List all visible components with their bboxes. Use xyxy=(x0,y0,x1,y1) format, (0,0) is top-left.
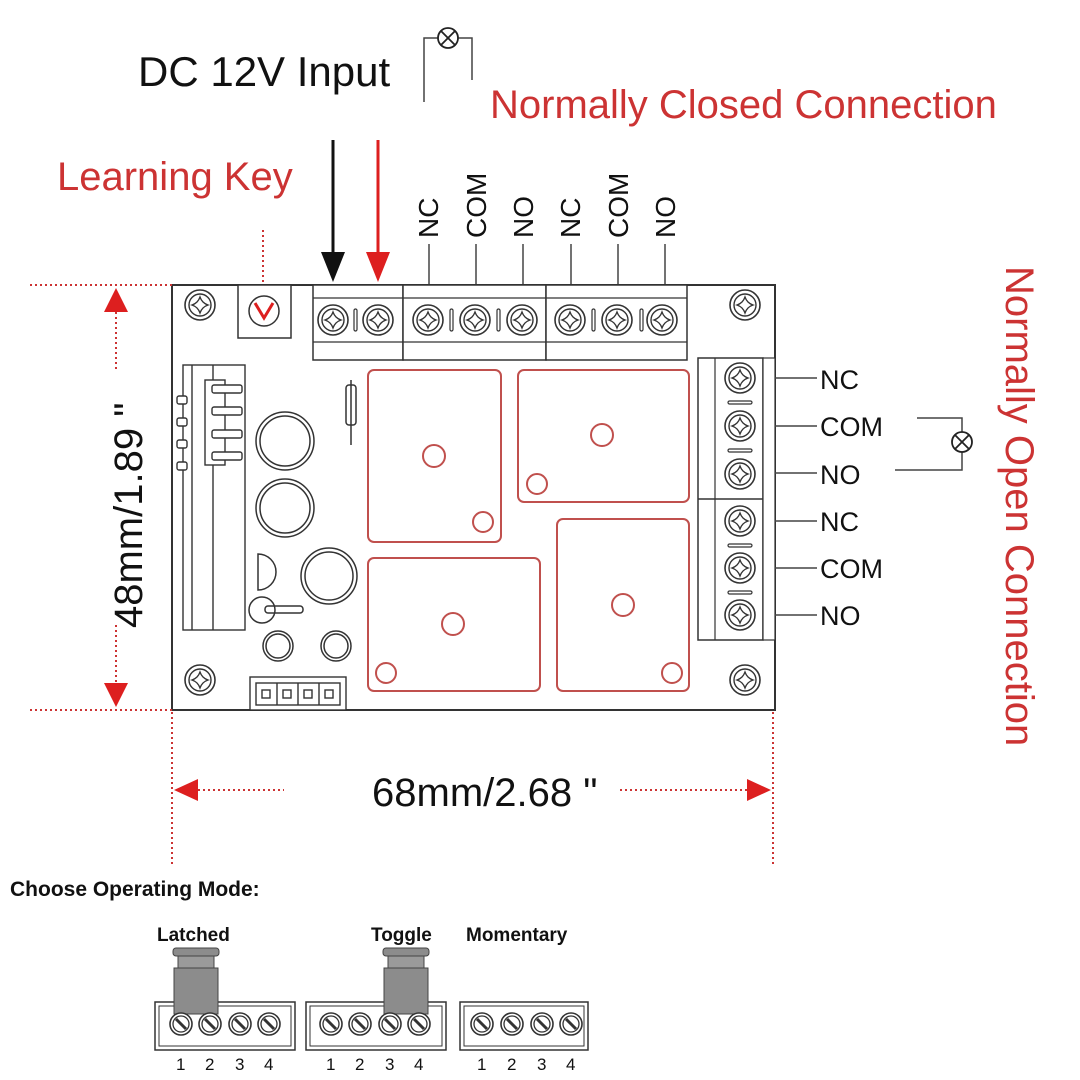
relay-1 xyxy=(367,369,502,543)
screw-terminal-icon xyxy=(724,362,756,394)
terminal-label: NC xyxy=(413,198,444,238)
relays xyxy=(367,369,690,692)
dc-input-arrows xyxy=(321,140,390,282)
height-label: 48mm/1.89 " xyxy=(107,403,151,628)
mounting-screw-icon xyxy=(184,664,216,696)
screw-terminal-icon xyxy=(724,599,756,631)
terminal-label: NC xyxy=(820,365,859,395)
top-terminal-block xyxy=(312,284,688,361)
arrow-down-icon xyxy=(321,252,345,282)
terminal-label: COM xyxy=(461,173,492,238)
mode-label: Toggle xyxy=(371,925,432,946)
capacitors xyxy=(248,380,358,662)
terminal-label: COM xyxy=(820,554,883,584)
relay-4 xyxy=(556,518,690,692)
pin-number: 1 xyxy=(326,1055,335,1074)
width-label: 68mm/2.68 " xyxy=(372,771,597,815)
normally-open-label: Normally Open Connection xyxy=(997,266,1041,746)
arrow-up-icon xyxy=(104,288,128,312)
terminal-label: NO xyxy=(508,196,539,238)
pin-number: 3 xyxy=(235,1055,244,1074)
mode-toggle: Toggle 1 2 3 4 xyxy=(305,925,447,1074)
screw-terminal-icon xyxy=(554,304,586,336)
pin-number: 4 xyxy=(264,1055,273,1074)
jumper-cap xyxy=(383,967,429,1015)
right-terminal-labels: NC COM NO NC COM NO xyxy=(820,365,883,631)
screw-terminal-icon xyxy=(601,304,633,336)
dc-input-label: DC 12V Input xyxy=(138,48,390,95)
right-terminal-block xyxy=(697,357,817,641)
relay-3 xyxy=(367,557,541,692)
top-terminal-labels: NC COM NO NC COM NO xyxy=(413,173,681,285)
antenna-module xyxy=(176,364,246,631)
pin-header xyxy=(249,676,347,711)
terminal-label: NC xyxy=(555,198,586,238)
mounting-screw-icon xyxy=(184,289,216,321)
mode-label: Momentary xyxy=(466,925,568,946)
mounting-screw-icon xyxy=(729,664,761,696)
mode-label: Latched xyxy=(157,925,230,946)
mode-title: Choose Operating Mode: xyxy=(10,878,260,901)
relay-2 xyxy=(517,369,690,503)
lamp-icon xyxy=(951,431,973,453)
mounting-screw-icon xyxy=(729,289,761,321)
screw-terminal-icon xyxy=(506,304,538,336)
terminal-label: COM xyxy=(603,173,634,238)
pin-number: 3 xyxy=(537,1055,546,1074)
terminal-label: NO xyxy=(820,601,861,631)
screw-terminal-icon xyxy=(724,552,756,584)
screw-terminal-icon xyxy=(317,304,349,336)
mode-momentary: Momentary 1 2 3 4 xyxy=(459,925,589,1074)
terminal-label: COM xyxy=(820,412,883,442)
pin-number: 2 xyxy=(355,1055,364,1074)
screw-terminal-icon xyxy=(646,304,678,336)
height-dimension: 48mm/1.89 " xyxy=(30,284,172,711)
pin-number: 1 xyxy=(176,1055,185,1074)
screw-terminal-icon xyxy=(724,505,756,537)
pin-number: 2 xyxy=(507,1055,516,1074)
normally-closed-label: Normally Closed Connection xyxy=(490,83,997,127)
lamp-icon xyxy=(437,27,459,49)
arrow-down-icon xyxy=(104,683,128,707)
terminal-label: NO xyxy=(650,196,681,238)
width-dimension: 68mm/2.68 " xyxy=(171,712,774,865)
pin-number: 3 xyxy=(385,1055,394,1074)
terminal-label: NO xyxy=(820,460,861,490)
normally-open-circuit xyxy=(895,417,973,471)
pin-number: 4 xyxy=(566,1055,575,1074)
arrow-right-icon xyxy=(747,779,771,801)
learning-key-button xyxy=(237,284,292,339)
mode-latched: Latched 1 2 3 4 xyxy=(154,925,296,1074)
screw-terminal-icon xyxy=(459,304,491,336)
arrow-down-icon xyxy=(366,252,390,282)
jumper-cap xyxy=(173,967,219,1015)
screw-terminal-icon xyxy=(724,410,756,442)
screw-terminal-icon xyxy=(724,458,756,490)
arrow-left-icon xyxy=(174,779,198,801)
pin-number: 4 xyxy=(414,1055,423,1074)
normally-closed-circuit xyxy=(423,27,473,102)
screw-terminal-icon xyxy=(362,304,394,336)
pin-number: 2 xyxy=(205,1055,214,1074)
screw-terminal-icon xyxy=(412,304,444,336)
pin-number: 1 xyxy=(477,1055,486,1074)
learning-key-label: Learning Key xyxy=(57,155,293,199)
terminal-label: NC xyxy=(820,507,859,537)
